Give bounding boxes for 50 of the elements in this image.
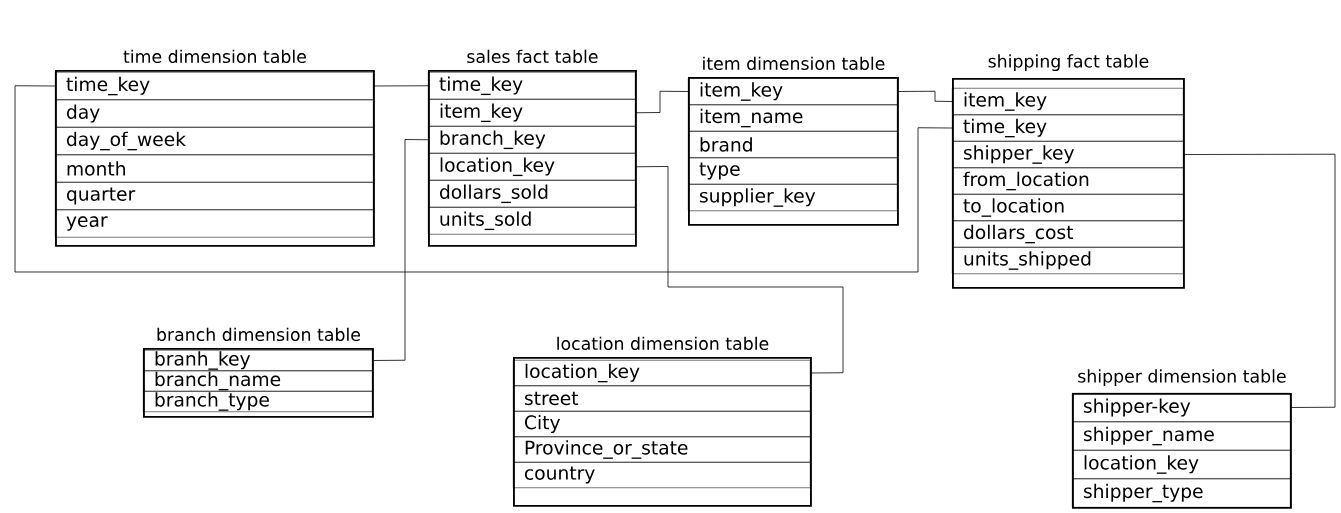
table-row: branch_name [143, 370, 373, 392]
table-row: month [55, 154, 374, 183]
node-label: shipping fact table [988, 54, 1149, 72]
table-row: dollars_cost [952, 220, 1184, 248]
table-row: quarter [55, 182, 374, 210]
table-row: location_key [1072, 450, 1291, 480]
table-row: time_key [952, 114, 1184, 142]
table-row: shipper_name [1072, 421, 1291, 451]
table-row: units_sold [428, 207, 636, 235]
table-row: to_location [952, 194, 1184, 222]
table-row: time_key [55, 72, 374, 101]
connector-line [372, 139, 429, 361]
node-label: branch dimension table [157, 327, 361, 342]
node-label: shipper dimension table [1078, 369, 1286, 387]
table-row: type [688, 157, 898, 185]
table-row: location_key [513, 360, 811, 386]
connector-line [635, 166, 844, 374]
table-row: dollars_sold [428, 180, 636, 208]
table-row: street [513, 385, 811, 412]
node-label: sales fact table [467, 49, 598, 64]
table-row: item_key [428, 99, 636, 127]
table-row: shipper_type [1072, 478, 1291, 508]
table-row: brand [688, 131, 898, 159]
table-row: City [513, 411, 811, 437]
table-row: item_key [952, 88, 1184, 116]
table-row: branch_key [428, 126, 636, 154]
connector-line [373, 85, 429, 87]
connector-line [635, 90, 689, 114]
table-row: supplier_key [688, 184, 898, 212]
connector-line [1183, 153, 1336, 408]
table-row: country [513, 462, 811, 488]
node-label: item dimension table [703, 56, 885, 71]
table-row: year [55, 209, 374, 238]
table-row: item_name [688, 104, 898, 132]
table-row: location_key [428, 153, 636, 181]
table-row: units_shipped [952, 247, 1184, 275]
node-label: time dimension table [123, 49, 306, 64]
table-row: branh_key [143, 350, 373, 372]
table-row: day_of_week [55, 127, 374, 156]
table-row: item_key [688, 78, 898, 106]
table-row: branch_type [143, 391, 373, 413]
node-label: location dimension table [557, 336, 769, 351]
connector-line [897, 90, 953, 102]
table-row: time_key [428, 72, 636, 100]
table-row: Province_or_state [513, 436, 811, 463]
table-row: shipper_key [952, 141, 1184, 169]
table-row: from_location [952, 167, 1184, 195]
table-row: day [55, 99, 374, 128]
table-row: shipper-key [1072, 393, 1291, 423]
connector-line [14, 85, 953, 273]
